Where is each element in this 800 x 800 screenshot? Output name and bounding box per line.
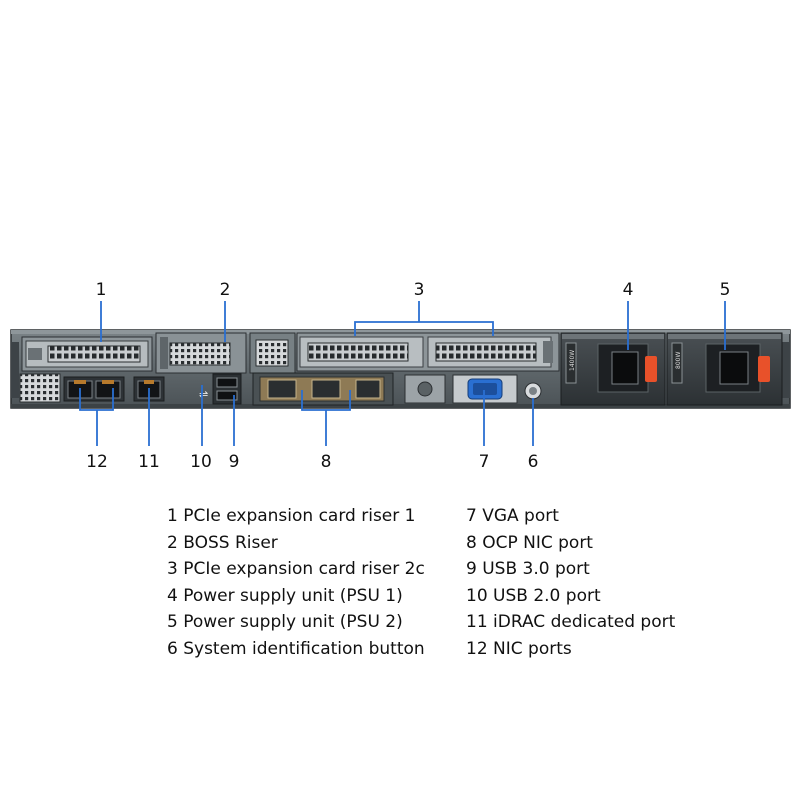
callout-4: 4 (623, 280, 634, 300)
legend-item: 1 PCIe expansion card riser 1 (167, 506, 416, 526)
system-id-button (524, 382, 542, 400)
ocp-nic (252, 372, 394, 406)
serial-area (404, 374, 446, 404)
legend-item: 7 VGA port (466, 506, 559, 526)
callout-lines (79, 301, 726, 446)
callout-3: 3 (414, 280, 425, 300)
callout-12: 12 (86, 452, 108, 472)
vga-port (452, 374, 518, 404)
nic-ports (63, 376, 125, 402)
psu-1-wattage: 1400W (569, 350, 576, 371)
callout-11: 11 (138, 452, 160, 472)
legend-item: 12 NIC ports (466, 638, 572, 659)
legend-item: 11 iDRAC dedicated port (466, 612, 676, 633)
callout-1: 1 (96, 280, 107, 300)
legend-item: 5 Power supply unit (PSU 2) (167, 612, 403, 633)
legend-item: 10 USB 2.0 port (466, 585, 601, 606)
callout-10: 10 (190, 452, 212, 472)
psu-2-wattage: 800W (675, 352, 682, 369)
callout-8: 8 (321, 452, 332, 472)
callout-9: 9 (229, 452, 240, 472)
legend-left: 1 PCIe expansion card riser 1 2 BOSS Ris… (167, 503, 425, 663)
legend-item: 8 OCP NIC port (466, 532, 593, 553)
legend-item: 4 Power supply unit (PSU 1) (167, 585, 403, 606)
legend-right: 7 VGA port 8 OCP NIC port 9 USB 3.0 port… (466, 503, 675, 663)
legend-item: 6 System identification button (167, 638, 425, 659)
callout-7: 7 (479, 452, 490, 472)
callout-2: 2 (220, 280, 231, 300)
legend-item: 2 BOSS Riser (167, 532, 278, 553)
legend-item: 3 PCIe expansion card riser 2c (167, 559, 425, 580)
center-slot (249, 332, 296, 374)
psu-1: 1400W (560, 332, 666, 406)
legend-item: 9 USB 3.0 port (466, 559, 590, 580)
callout-numbers: 1 2 3 4 5 12 11 10 9 8 7 6 (86, 280, 730, 472)
pcie-riser-2c (296, 332, 560, 372)
callout-5: 5 (720, 280, 731, 300)
callout-6: 6 (528, 452, 539, 472)
usb-icon: ⇌ (199, 388, 208, 401)
usb-ports: ⇌ (199, 373, 242, 405)
pcie-riser-1 (21, 336, 153, 372)
left-vent (19, 373, 61, 403)
boss-riser (155, 332, 247, 374)
